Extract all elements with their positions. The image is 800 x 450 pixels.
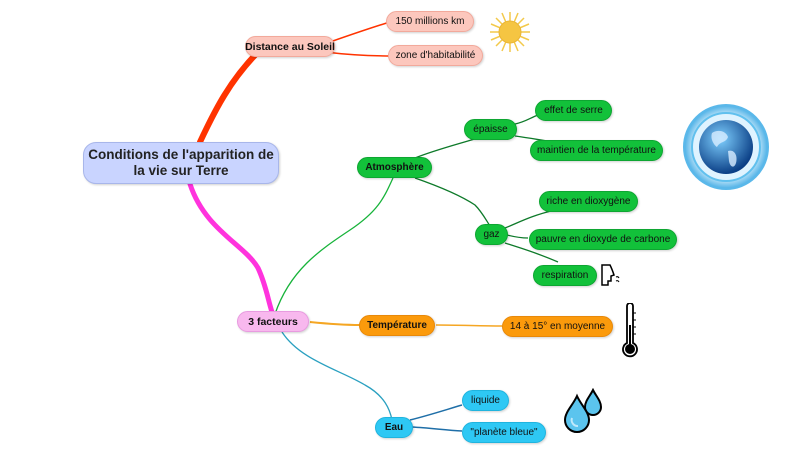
node-150-millions-km[interactable]: 150 millions km (386, 11, 474, 32)
node-14-15-moyenne[interactable]: 14 à 15° en moyenne (502, 316, 613, 337)
node-effet-de-serre[interactable]: effet de serre (535, 100, 612, 121)
link-eau-planete (411, 426, 463, 432)
node-maintien-temperature-label: maintien de la température (537, 144, 656, 156)
link-distance-zone (324, 51, 393, 57)
node-effet-de-serre-label: effet de serre (544, 104, 603, 116)
node-distance-soleil[interactable]: Distance au Soleil (245, 36, 335, 57)
link-distance-150km (329, 21, 391, 43)
node-pauvre-dioxyde-carbone-label: pauvre en dioxyde de carbone (535, 233, 671, 245)
node-3-facteurs[interactable]: 3 facteurs (237, 311, 309, 332)
node-respiration[interactable]: respiration (533, 265, 597, 286)
link-eau-liquide (409, 404, 463, 421)
node-gaz-label: gaz (483, 228, 500, 240)
node-respiration-label: respiration (541, 269, 589, 281)
link-temperature-moyenne (435, 324, 503, 327)
root-node[interactable]: Conditions de l'apparition de la vie sur… (83, 142, 279, 184)
node-liquide[interactable]: liquide (462, 390, 509, 411)
node-temperature-label: Température (367, 319, 427, 331)
node-planete-bleue[interactable]: "planète bleue" (462, 422, 546, 443)
node-riche-dioxygene[interactable]: riche en dioxygène (539, 191, 638, 212)
root-label: Conditions de l'apparition de la vie sur… (88, 147, 274, 178)
link-root-distance (197, 47, 263, 145)
link-gaz-riche (504, 209, 556, 229)
node-epaisse-label: épaisse (473, 123, 508, 135)
link-gaz-pauvre (506, 234, 529, 239)
link-facteurs-atmosphere (274, 177, 394, 315)
thermometer-icon (622, 303, 638, 358)
node-atmosphere[interactable]: Atmosphère (357, 157, 432, 178)
link-atmosphere-gaz (414, 177, 491, 227)
node-planete-bleue-label: "planète bleue" (470, 426, 538, 438)
sun-icon (490, 12, 530, 52)
node-pauvre-dioxyde-carbone[interactable]: pauvre en dioxyde de carbone (529, 229, 677, 250)
node-epaisse[interactable]: épaisse (464, 119, 517, 140)
water-drops-icon (563, 388, 603, 433)
link-gaz-respiration (504, 242, 559, 263)
earth-globe-icon (683, 104, 769, 190)
link-atmosphere-epaisse (414, 137, 479, 159)
node-zone-habitabilite-label: zone d'habitabilité (395, 49, 476, 61)
node-eau-label: Eau (384, 421, 404, 433)
link-root-facteurs (187, 181, 275, 315)
node-temperature[interactable]: Température (359, 315, 435, 336)
node-maintien-temperature[interactable]: maintien de la température (530, 140, 663, 161)
node-riche-dioxygene-label: riche en dioxygène (546, 195, 631, 207)
node-atmosphere-label: Atmosphère (365, 161, 424, 173)
link-epaisse-effet (514, 114, 539, 125)
node-liquide-label: liquide (471, 394, 500, 406)
link-facteurs-eau (281, 331, 393, 421)
node-150-millions-km-label: 150 millions km (395, 15, 465, 27)
link-facteurs-temperature (309, 321, 361, 326)
node-distance-soleil-label: Distance au Soleil (245, 40, 335, 53)
node-14-15-moyenne-label: 14 à 15° en moyenne (509, 320, 606, 332)
node-eau[interactable]: Eau (375, 417, 413, 438)
node-3-facteurs-label: 3 facteurs (248, 315, 298, 328)
node-gaz[interactable]: gaz (475, 224, 508, 245)
node-zone-habitabilite[interactable]: zone d'habitabilité (388, 45, 483, 66)
breathing-face-icon (601, 264, 620, 286)
